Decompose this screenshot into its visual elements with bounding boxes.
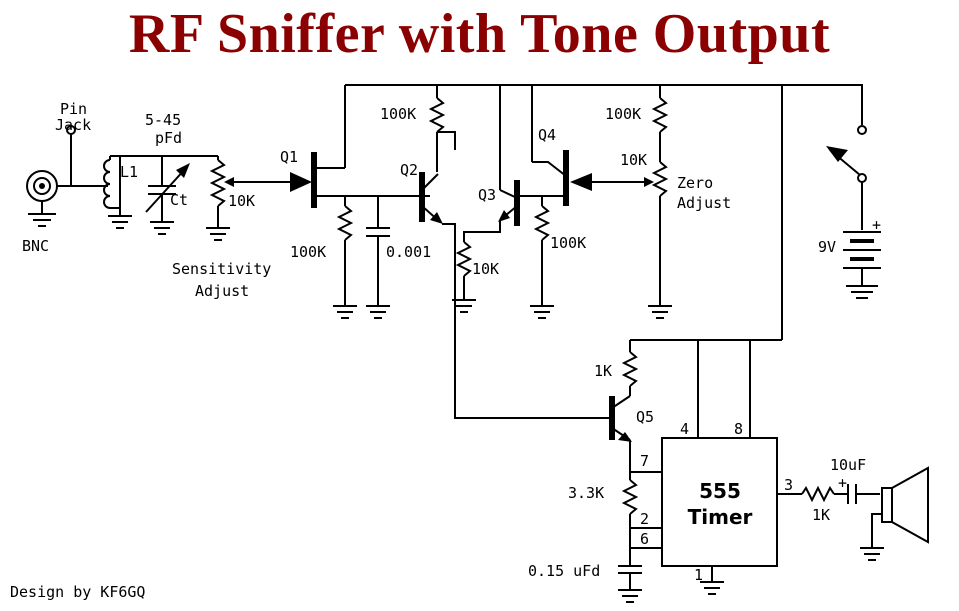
pin-4-label: 4 bbox=[680, 420, 689, 438]
q1-label: Q1 bbox=[280, 148, 298, 166]
zero-label-1: Zero bbox=[677, 174, 713, 192]
pin-2-label: 2 bbox=[640, 510, 649, 528]
page-title: RF Sniffer with Tone Output bbox=[128, 3, 831, 65]
pin-jack-label-2: Jack bbox=[55, 116, 91, 134]
q5-label: Q5 bbox=[636, 408, 654, 426]
transistor-q4: Q4 100K bbox=[517, 126, 654, 319]
speaker-icon bbox=[860, 466, 929, 561]
tuning-capacitor-ct: 5-45 pFd Ct bbox=[120, 111, 218, 235]
bnc-connector: BNC bbox=[22, 170, 108, 255]
battery-plus-label: + bbox=[872, 216, 881, 234]
r-10k-q3-label: 10K bbox=[472, 260, 499, 278]
sensitivity-pot-value: 10K bbox=[228, 192, 255, 210]
pin-3-label: 3 bbox=[784, 476, 793, 494]
bnc-label: BNC bbox=[22, 237, 49, 255]
timing-network: 3.3K 0.15 uFd bbox=[528, 471, 662, 603]
sensitivity-label-2: Adjust bbox=[195, 282, 249, 300]
transistor-q2: Q2 bbox=[400, 131, 610, 419]
sensitivity-label-1: Sensitivity bbox=[172, 260, 271, 278]
battery-label: 9V bbox=[818, 238, 836, 256]
inductor-l1: L1 bbox=[103, 155, 138, 229]
timer-label-1: 555 bbox=[699, 479, 741, 503]
r-10k-zero-label: 10K bbox=[620, 151, 647, 169]
output-stage: 1K 10uF + bbox=[777, 456, 880, 524]
resistor-100k-top-left: 100K bbox=[380, 97, 446, 172]
resistor-100k-q1: 100K bbox=[290, 196, 357, 319]
q4-label: Q4 bbox=[538, 126, 556, 144]
q3-label: Q3 bbox=[478, 186, 496, 204]
capacitor-0001: 0.001 bbox=[366, 196, 431, 319]
r-100k-top-left-label: 100K bbox=[380, 105, 416, 123]
pin-7-label: 7 bbox=[640, 452, 649, 470]
supply-rail bbox=[344, 84, 863, 438]
l1-label: L1 bbox=[120, 163, 138, 181]
ct-range-label: 5-45 bbox=[145, 111, 181, 129]
power-switch bbox=[826, 125, 867, 230]
ct-unit-label: pFd bbox=[155, 129, 182, 147]
battery-9v: + 9V bbox=[818, 216, 881, 299]
r-100k-q1-label: 100K bbox=[290, 243, 326, 261]
zero-label-2: Adjust bbox=[677, 194, 731, 212]
r-100k-q4-label: 100K bbox=[550, 234, 586, 252]
sensitivity-pot: 10K Sensitivity Adjust bbox=[172, 156, 290, 300]
transistor-q3: Q3 10K bbox=[452, 180, 520, 313]
pin-6-label: 6 bbox=[640, 530, 649, 548]
r-1k-out-label: 1K bbox=[812, 506, 830, 524]
r-33k-label: 3.3K bbox=[568, 484, 604, 502]
pin-1-label: 1 bbox=[694, 566, 703, 584]
c-10uf-label: 10uF bbox=[830, 456, 866, 474]
zero-adjust-pot: 100K 10K Zero Adjust bbox=[605, 97, 731, 319]
transistor-q5: 1K Q5 bbox=[594, 340, 654, 472]
c-10uf-plus-label: + bbox=[838, 474, 847, 492]
transistor-q1: Q1 bbox=[280, 148, 430, 208]
c-015-label: 0.15 uFd bbox=[528, 562, 600, 580]
r-1k-q5-label: 1K bbox=[594, 362, 612, 380]
timer-555: 555 Timer 4 8 7 2 6 1 3 bbox=[640, 420, 793, 595]
c-0001-label: 0.001 bbox=[386, 243, 431, 261]
pin-8-label: 8 bbox=[734, 420, 743, 438]
timer-label-2: Timer bbox=[688, 505, 753, 529]
q2-label: Q2 bbox=[400, 161, 418, 179]
design-credit: Design by KF6GQ bbox=[10, 583, 145, 601]
r-100k-top-right-label: 100K bbox=[605, 105, 641, 123]
pin-jack: Pin Jack bbox=[55, 100, 91, 186]
ct-label: Ct bbox=[170, 191, 188, 209]
pin-jack-label-1: Pin bbox=[60, 100, 87, 118]
